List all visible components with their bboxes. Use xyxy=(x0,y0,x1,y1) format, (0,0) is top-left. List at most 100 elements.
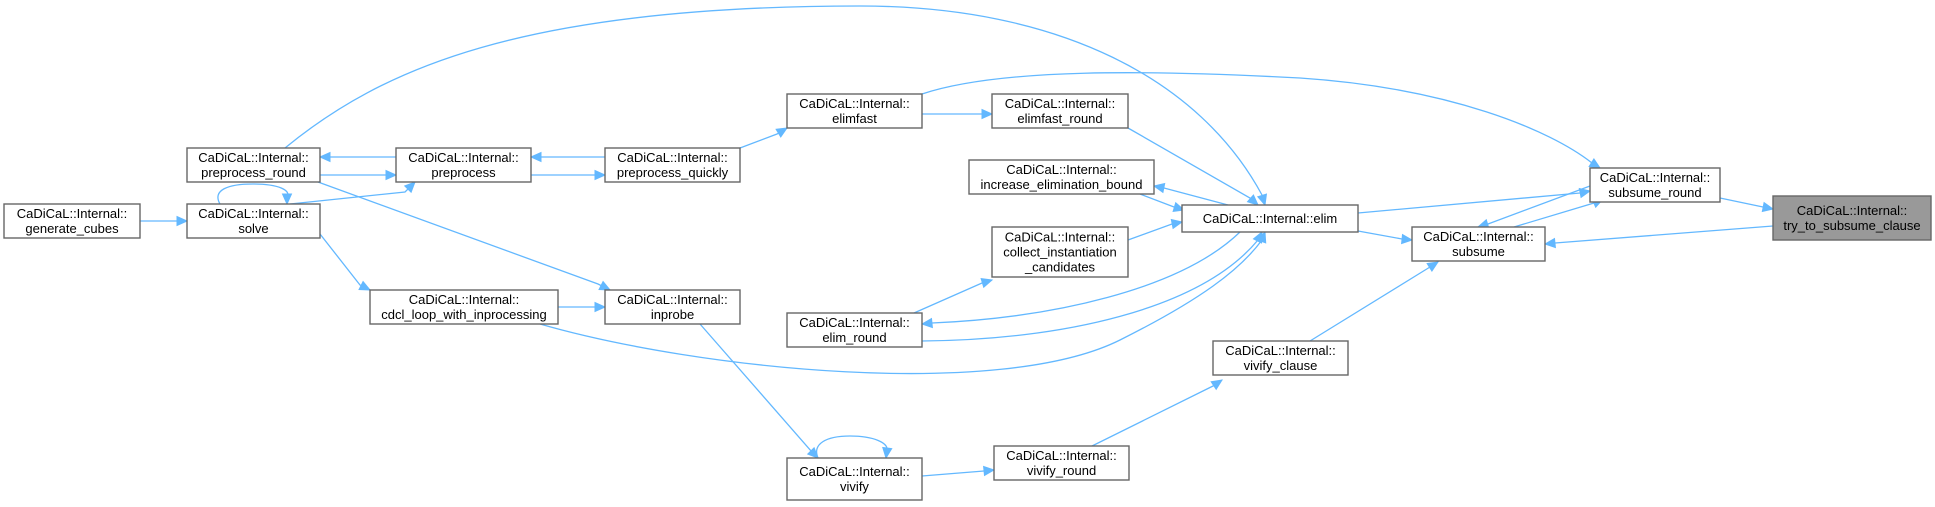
node-elimfast-round[interactable]: CaDiCaL::Internal::elimfast_round xyxy=(991,93,1129,129)
node-box[interactable] xyxy=(395,147,532,183)
node-label-line: cdcl_loop_with_inprocessing xyxy=(381,307,547,322)
node-label-line: CaDiCaL::Internal:: xyxy=(1225,343,1336,358)
edge-collect-instantiation-candidates-to-elim xyxy=(1127,218,1184,241)
edge-preprocess-round-to-elim xyxy=(284,5,1268,207)
edge-solve-to-cdcl-loop-with-inprocessing xyxy=(319,233,372,291)
node-vivify[interactable]: CaDiCaL::Internal::vivify xyxy=(786,457,923,501)
node-box[interactable] xyxy=(1411,226,1546,262)
node-box[interactable] xyxy=(186,203,321,239)
node-label-line: try_to_subsume_clause xyxy=(1783,218,1920,233)
edge-subsume-round-to-subsume xyxy=(1476,185,1591,230)
node-box[interactable] xyxy=(604,289,741,325)
node-label-line: CaDiCaL::Internal:: xyxy=(799,96,910,111)
nodes-layer: CaDiCaL::Internal::generate_cubesCaDiCaL… xyxy=(3,93,1932,501)
node-label-line: CaDiCaL::Internal:: xyxy=(1006,448,1117,463)
node-elimfast[interactable]: CaDiCaL::Internal::elimfast xyxy=(786,93,923,129)
node-box[interactable] xyxy=(1212,340,1349,376)
edge-generate-cubes-to-solve xyxy=(140,215,189,227)
node-box[interactable] xyxy=(186,147,321,183)
node-box[interactable] xyxy=(991,93,1129,129)
node-label-line: solve xyxy=(238,221,268,236)
node-label-line: preprocess_round xyxy=(201,165,306,180)
arrowhead-icon xyxy=(594,169,607,181)
edge-line xyxy=(921,469,995,477)
edge-elimfast-to-elimfast-round xyxy=(922,108,994,120)
edge-line xyxy=(921,72,1601,169)
node-vivify-round[interactable]: CaDiCaL::Internal::vivify_round xyxy=(993,445,1130,481)
node-subsume-round[interactable]: CaDiCaL::Internal::subsume_round xyxy=(1589,167,1721,203)
arrowhead-icon xyxy=(1401,233,1414,245)
edge-elimfast-round-to-elim xyxy=(1127,127,1259,206)
node-box[interactable] xyxy=(604,147,741,183)
edge-line xyxy=(1357,190,1591,214)
node-subsume[interactable]: CaDiCaL::Internal::subsume xyxy=(1411,226,1546,262)
node-box[interactable] xyxy=(968,159,1155,195)
node-label-line: CaDiCaL::Internal:: xyxy=(1797,203,1908,218)
edge-elim-to-elim-round xyxy=(920,231,1241,329)
node-label-line: CaDiCaL::Internal:: xyxy=(1005,230,1116,245)
arrowhead-icon xyxy=(882,446,893,460)
node-box[interactable] xyxy=(1181,204,1359,233)
arrowhead-icon xyxy=(1170,218,1184,230)
node-label-line: subsume_round xyxy=(1608,185,1701,200)
node-label-line: CaDiCaL::Internal:: xyxy=(408,150,519,165)
node-box[interactable] xyxy=(3,203,141,239)
node-box[interactable] xyxy=(1589,167,1721,203)
node-increase-elimination-bound[interactable]: CaDiCaL::Internal::increase_elimination_… xyxy=(968,159,1155,195)
edge-vivify-to-vivify-round xyxy=(921,465,996,477)
node-elim[interactable]: CaDiCaL::Internal::elim xyxy=(1181,204,1359,233)
node-box[interactable] xyxy=(786,312,923,348)
edge-elim-round-to-collect-instantiation-candidates xyxy=(913,277,994,314)
edge-preprocess-round-to-inprobe xyxy=(317,181,612,291)
arrowhead-icon xyxy=(594,301,607,313)
node-box[interactable] xyxy=(786,93,923,129)
node-box[interactable] xyxy=(369,289,559,325)
arrowhead-icon xyxy=(1426,261,1440,273)
node-generate-cubes[interactable]: CaDiCaL::Internal::generate_cubes xyxy=(3,203,141,239)
node-box[interactable] xyxy=(786,457,923,501)
node-box[interactable] xyxy=(991,226,1129,278)
node-label-line: CaDiCaL::Internal:: xyxy=(799,464,910,479)
node-label-line: preprocess_quickly xyxy=(617,165,729,180)
node-inprobe[interactable]: CaDiCaL::Internal::inprobe xyxy=(604,289,741,325)
node-label-line: vivify_round xyxy=(1027,463,1096,478)
node-box[interactable] xyxy=(993,445,1130,481)
node-preprocess-quickly[interactable]: CaDiCaL::Internal::preprocess_quickly xyxy=(604,147,741,183)
edge-solve-to-preprocess xyxy=(289,181,416,205)
node-label-line: elim_round xyxy=(822,330,886,345)
arrowhead-icon xyxy=(1252,230,1263,244)
edge-preprocess-round-to-preprocess xyxy=(320,169,398,181)
node-preprocess[interactable]: CaDiCaL::Internal::preprocess xyxy=(395,147,532,183)
node-label-line: elimfast_round xyxy=(1017,111,1102,126)
arrowhead-icon xyxy=(403,181,416,194)
edge-increase-elimination-bound-to-elim xyxy=(1139,193,1186,213)
node-label-line: CaDiCaL::Internal::elim xyxy=(1203,211,1337,226)
node-label-line: increase_elimination_bound xyxy=(981,177,1143,192)
edge-line xyxy=(217,183,289,205)
edge-elim-round-to-elim xyxy=(921,230,1263,342)
arrowhead-icon xyxy=(176,215,189,227)
node-collect-instantiation-candidates[interactable]: CaDiCaL::Internal::collect_instantiation… xyxy=(991,226,1129,278)
edge-line xyxy=(1513,198,1604,228)
node-cdcl-loop-with-inprocessing[interactable]: CaDiCaL::Internal::cdcl_loop_with_inproc… xyxy=(369,289,559,325)
node-label-line: CaDiCaL::Internal:: xyxy=(198,150,309,165)
node-try-to-subsume-clause[interactable]: CaDiCaL::Internal::try_to_subsume_clause xyxy=(1772,195,1932,241)
edge-line xyxy=(913,279,993,314)
arrowhead-icon xyxy=(980,277,994,289)
arrowhead-icon xyxy=(1543,237,1556,249)
edge-line xyxy=(1544,225,1774,245)
node-solve[interactable]: CaDiCaL::Internal::solve xyxy=(186,203,321,239)
edge-elimfast-to-subsume-round xyxy=(921,72,1602,169)
node-box[interactable] xyxy=(1772,195,1932,241)
edge-preprocess-quickly-to-preprocess xyxy=(529,151,605,163)
arrowhead-icon xyxy=(1256,193,1268,207)
edge-line xyxy=(1153,185,1229,206)
arrowhead-icon xyxy=(1152,182,1166,194)
node-preprocess-round[interactable]: CaDiCaL::Internal::preprocess_round xyxy=(186,147,321,183)
edges-layer xyxy=(140,5,1775,477)
node-elim-round[interactable]: CaDiCaL::Internal::elim_round xyxy=(786,312,923,348)
edge-line xyxy=(284,5,1266,206)
edge-preprocess-to-preprocess-quickly xyxy=(531,169,607,181)
node-vivify-clause[interactable]: CaDiCaL::Internal::vivify_clause xyxy=(1212,340,1349,376)
edge-vivify-round-to-vivify-clause xyxy=(1091,379,1224,447)
